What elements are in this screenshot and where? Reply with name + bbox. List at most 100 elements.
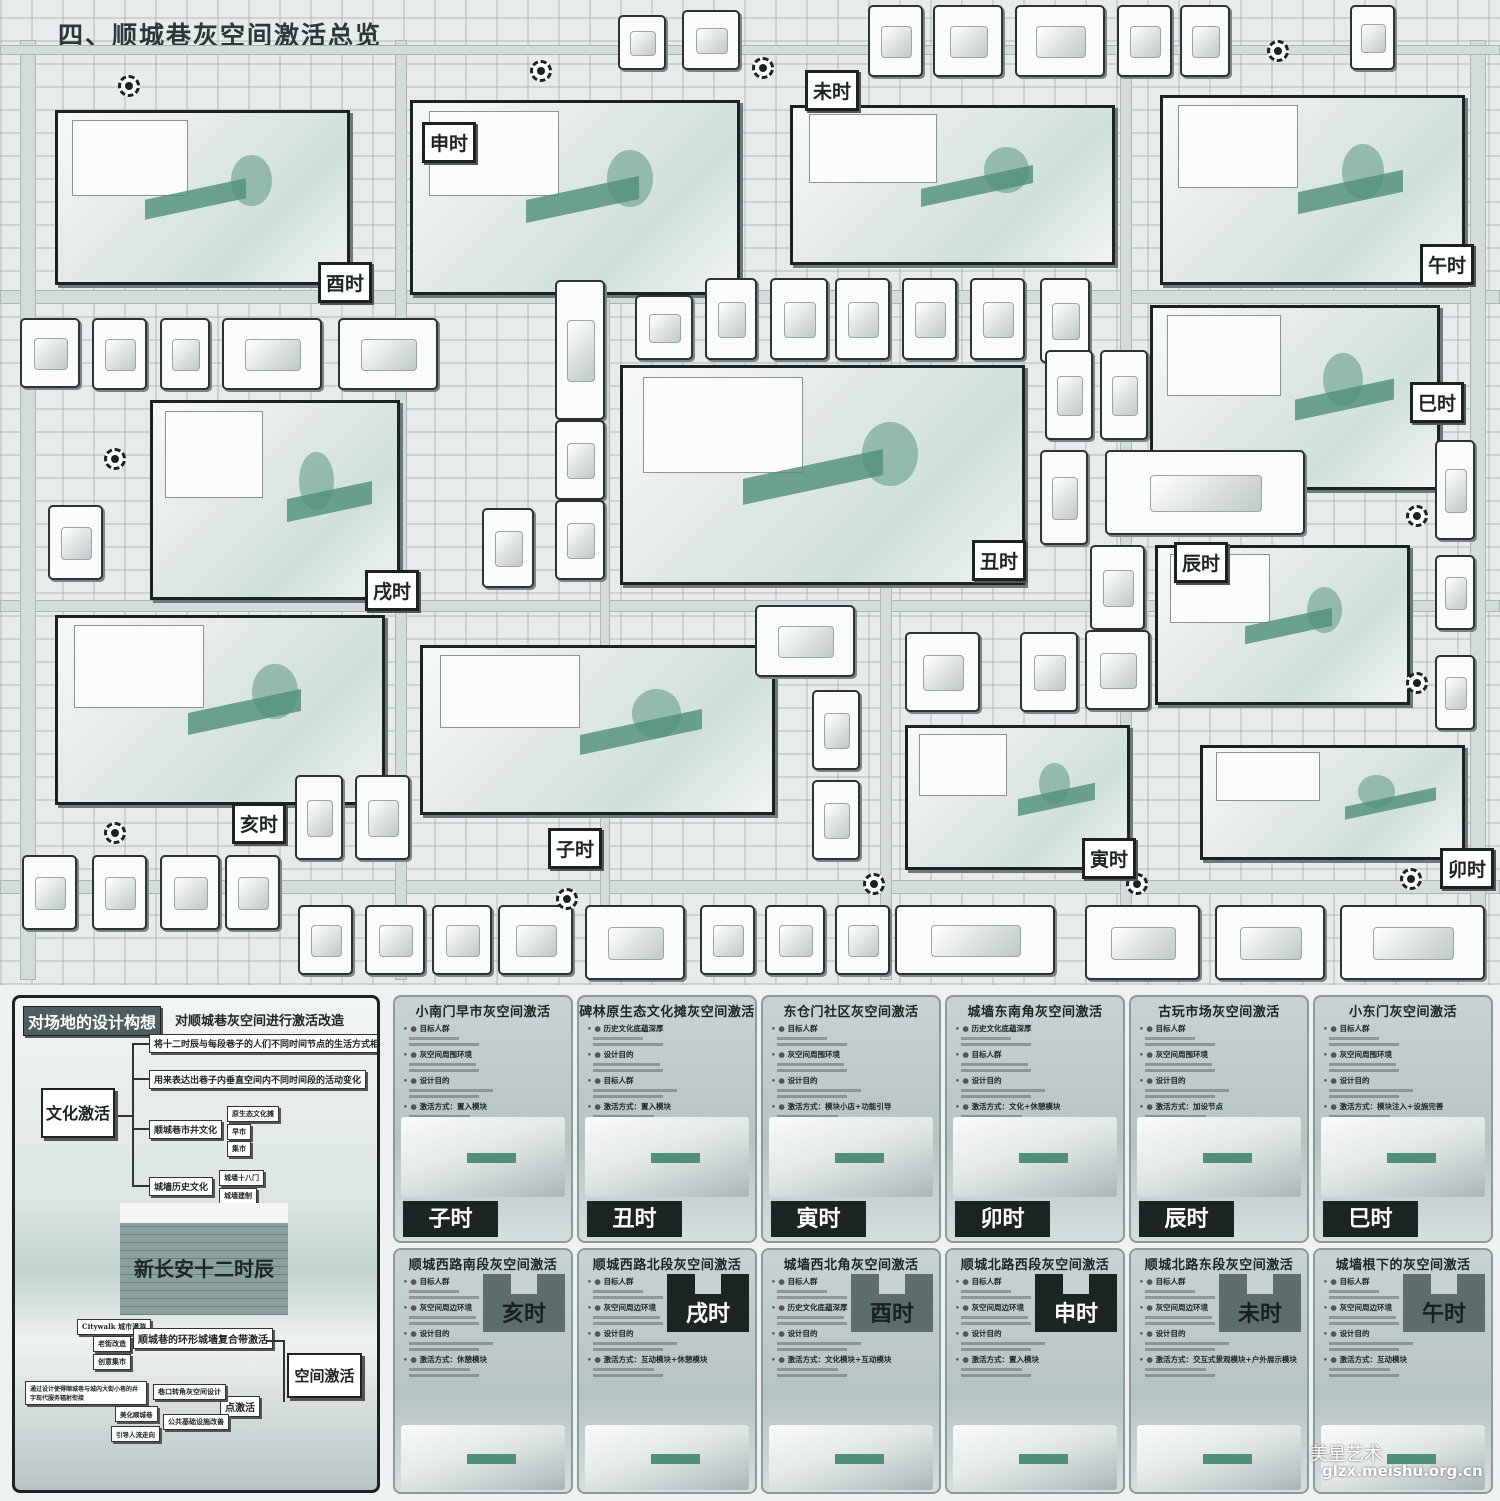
- card-detail-text: [1329, 1069, 1399, 1072]
- building: [440, 654, 581, 729]
- card-detail-text: [593, 1069, 663, 1072]
- scene-mao: [1200, 745, 1465, 860]
- card-section-heading: 目标人群: [955, 1049, 1123, 1060]
- card-detail-text: [1329, 1316, 1396, 1319]
- node-marker-icon: [118, 75, 140, 97]
- scene-zi: [420, 645, 775, 815]
- card-section-heading: 设计目的: [1139, 1328, 1307, 1339]
- card-detail-text: [593, 1342, 677, 1345]
- card-detail-text: [593, 1348, 663, 1351]
- card-detail-text: [961, 1374, 1031, 1377]
- card-time-label: 巳时: [1323, 1201, 1418, 1237]
- card-time-label: 申时: [1035, 1274, 1117, 1332]
- module-thumbnail: [585, 905, 685, 980]
- point-activation: 点激活: [220, 1396, 260, 1417]
- card-section-heading: 设计目的: [587, 1328, 755, 1339]
- card-time-label: 未时: [1219, 1274, 1301, 1332]
- building: [918, 733, 1007, 797]
- green-module: [1358, 775, 1395, 808]
- module-thumbnail: [1045, 350, 1093, 440]
- card-detail-text: [961, 1063, 1028, 1066]
- scene-hai: [55, 615, 385, 805]
- module-thumbnail: [298, 905, 353, 975]
- module-thumbnail: [365, 905, 425, 975]
- city-wall-graphic: [120, 1203, 288, 1315]
- module-thumbnail: [1215, 905, 1325, 980]
- scene-wu: [1160, 95, 1465, 285]
- card-detail-text: [409, 1095, 479, 1098]
- module-thumbnail: [225, 855, 280, 930]
- card-section-heading: 历史文化底蕴深厚: [955, 1023, 1123, 1034]
- card-detail-text: [409, 1043, 479, 1046]
- card-section-heading: 激活方式：加设节点: [1139, 1101, 1307, 1112]
- concept-item: 将十二时辰与每段巷子的人们不同时间节点的生活方式相结合: [149, 1034, 377, 1053]
- module-thumbnail: [22, 855, 77, 930]
- card-title: 城墙东南角灰空间激活: [967, 1005, 1103, 1020]
- building: [165, 410, 263, 499]
- module-thumbnail: [222, 318, 322, 390]
- module-thumbnail: [1435, 440, 1475, 540]
- card-detail-text: [593, 1063, 660, 1066]
- module-thumbnail: [1020, 632, 1078, 712]
- card-title: 小东门灰空间激活: [1348, 1005, 1457, 1020]
- card-detail-text: [961, 1089, 1045, 1092]
- node-marker-icon: [104, 448, 126, 470]
- card-section-heading: 设计目的: [1323, 1328, 1491, 1339]
- module-thumbnail: [770, 278, 828, 360]
- card-title: 城墙根下的灰空间激活: [1335, 1258, 1471, 1273]
- card-detail-text: [593, 1322, 663, 1325]
- module-thumbnail: [933, 5, 1003, 77]
- card-time-label: 寅时: [771, 1201, 866, 1237]
- time-label-hai: 亥时: [232, 803, 287, 844]
- card-section-heading: 目标人群: [955, 1276, 1123, 1287]
- module-thumbnail: [355, 775, 410, 860]
- building: [1167, 315, 1281, 396]
- card-detail-text: [593, 1115, 654, 1118]
- card-rendering: [585, 1117, 749, 1197]
- card-detail-text: [777, 1043, 847, 1046]
- card-section-heading: 目标人群: [587, 1276, 755, 1287]
- node-marker-icon: [530, 60, 552, 82]
- card-detail-text: [777, 1063, 844, 1066]
- time-label-shen: 申时: [422, 122, 477, 163]
- module-thumbnail: [1117, 5, 1172, 77]
- card-detail-text: [1145, 1063, 1212, 1066]
- card-section-heading: 目标人群: [403, 1276, 571, 1287]
- card-section-heading: 灰空间周围环境: [1323, 1049, 1491, 1060]
- card-detail-text: [593, 1089, 677, 1092]
- card-detail-text: [593, 1374, 663, 1377]
- card-section-heading: 灰空间周边环境: [403, 1302, 571, 1313]
- card-detail-text: [777, 1296, 847, 1299]
- card-section-heading: 目标人群: [1139, 1276, 1307, 1287]
- module-thumbnail: [338, 318, 438, 390]
- card-title: 顺城北路东段灰空间激活: [1144, 1258, 1294, 1273]
- card-section-heading: 目标人群: [1323, 1023, 1491, 1034]
- time-label-mao: 卯时: [1440, 848, 1495, 889]
- time-label-wu: 午时: [1420, 244, 1475, 285]
- card-detail-text: [409, 1296, 479, 1299]
- card-section-heading: 激活方式：置入模块: [955, 1354, 1123, 1365]
- green-module: [1342, 144, 1385, 200]
- card-rendering: [401, 1117, 565, 1197]
- module-thumbnail: [1180, 5, 1230, 77]
- card-time-label: 亥时: [483, 1274, 565, 1332]
- card-detail-text: [1145, 1368, 1206, 1371]
- concept-note: 引导人流走向: [111, 1426, 160, 1442]
- concept-note: 美化顺城巷: [115, 1406, 158, 1422]
- card-detail-text: [409, 1037, 459, 1040]
- card-detail-text: [777, 1348, 847, 1351]
- card-detail-text: [961, 1348, 1031, 1351]
- card-section-heading: 设计目的: [403, 1328, 571, 1339]
- card-section-heading: 设计目的: [1139, 1075, 1307, 1086]
- node-marker-icon: [1406, 505, 1428, 527]
- card-section-heading: 激活方式：置入模块: [587, 1101, 755, 1112]
- card-detail-text: [1329, 1089, 1413, 1092]
- card-rendering: [585, 1425, 749, 1490]
- concept-item: 老街改造: [93, 1336, 131, 1352]
- card-detail-text: [777, 1374, 847, 1377]
- card-detail-text: [409, 1342, 493, 1345]
- card-section-heading: 灰空间周围环境: [1139, 1049, 1307, 1060]
- card-detail-text: [1145, 1069, 1215, 1072]
